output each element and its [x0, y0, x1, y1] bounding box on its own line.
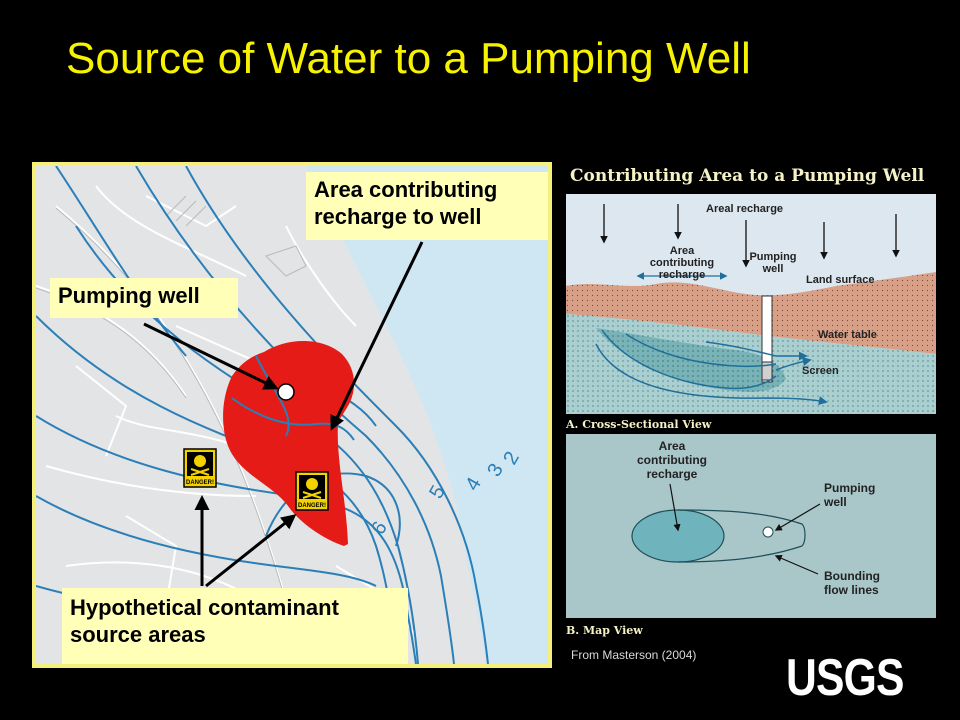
label-land-surface: Land surface — [806, 274, 874, 286]
callout-contaminant-sources: Hypothetical contaminant source areas — [62, 588, 408, 664]
label-areal-recharge: Areal recharge — [706, 203, 783, 215]
danger-sign-2: DANGER! — [295, 471, 329, 511]
cross-section-diagram: Areal recharge Area contributing recharg… — [566, 194, 936, 414]
map-view-background — [566, 434, 936, 618]
label-area-line1: Area — [670, 245, 695, 257]
mv-area-line3: recharge — [647, 467, 698, 481]
well-screen — [761, 361, 773, 381]
contributing-area-ellipse — [631, 509, 725, 563]
label-screen: Screen — [802, 365, 839, 377]
source-credit: From Masterson (2004) — [571, 648, 697, 662]
mv-bounding-line2: flow lines — [824, 583, 879, 597]
arrow-to-area — [330, 241, 424, 431]
usgs-logo: USGS — [786, 649, 904, 707]
callout-arrows — [143, 241, 424, 588]
pumping-well-marker — [277, 383, 295, 401]
label-area-line2: contributing — [650, 257, 714, 269]
caption-map-view: B. Map View — [566, 624, 643, 637]
danger-sign-1: DANGER! — [183, 448, 217, 488]
map-view-well — [762, 526, 774, 538]
road-outlines — [36, 195, 307, 639]
mv-area-line2: contributing — [637, 453, 707, 467]
callout-pumping-well: Pumping well — [50, 278, 238, 318]
contours-in-area — [231, 355, 355, 441]
caption-cross-section: A. Cross-Sectional View — [566, 418, 712, 431]
callout-area-line1: Area contributing — [314, 177, 498, 202]
mv-well-line2: well — [823, 495, 847, 509]
map-view-label-arrows — [669, 483, 821, 575]
label-area-line3: recharge — [659, 269, 705, 281]
arrow-to-source-2 — [205, 514, 297, 588]
bounding-flow-lines — [677, 509, 806, 563]
arrow-to-well — [143, 322, 279, 390]
label-water-table: Water table — [818, 329, 877, 341]
label-well-line1: Pumping — [749, 251, 796, 263]
map-panel: 2 3 4 5 6 DANGER! DANGER! — [32, 162, 552, 668]
callout-well-text: Pumping well — [58, 283, 200, 308]
mv-bounding-line1: Bounding — [824, 569, 880, 583]
label-well-line2: well — [762, 263, 784, 275]
diagram-title: Contributing Area to a Pumping Well — [570, 166, 925, 186]
callout-sources-line1: Hypothetical contaminant — [70, 595, 339, 620]
recharge-arrows — [600, 204, 900, 268]
danger-label: DANGER! — [186, 480, 214, 486]
callout-area-line2: recharge to well — [314, 204, 482, 229]
map-view-diagram: Area contributing recharge Pumping well … — [566, 434, 936, 618]
danger-label: DANGER! — [298, 503, 326, 509]
flow-lines — [595, 329, 828, 406]
unsaturated-zone — [566, 272, 936, 354]
mv-area-line1: Area — [659, 439, 686, 453]
callout-sources-line2: source areas — [70, 622, 206, 647]
mv-well-line1: Pumping — [824, 481, 875, 495]
callout-area-contributing: Area contributing recharge to well — [306, 172, 548, 240]
slide-title: Source of Water to a Pumping Well — [66, 34, 751, 83]
